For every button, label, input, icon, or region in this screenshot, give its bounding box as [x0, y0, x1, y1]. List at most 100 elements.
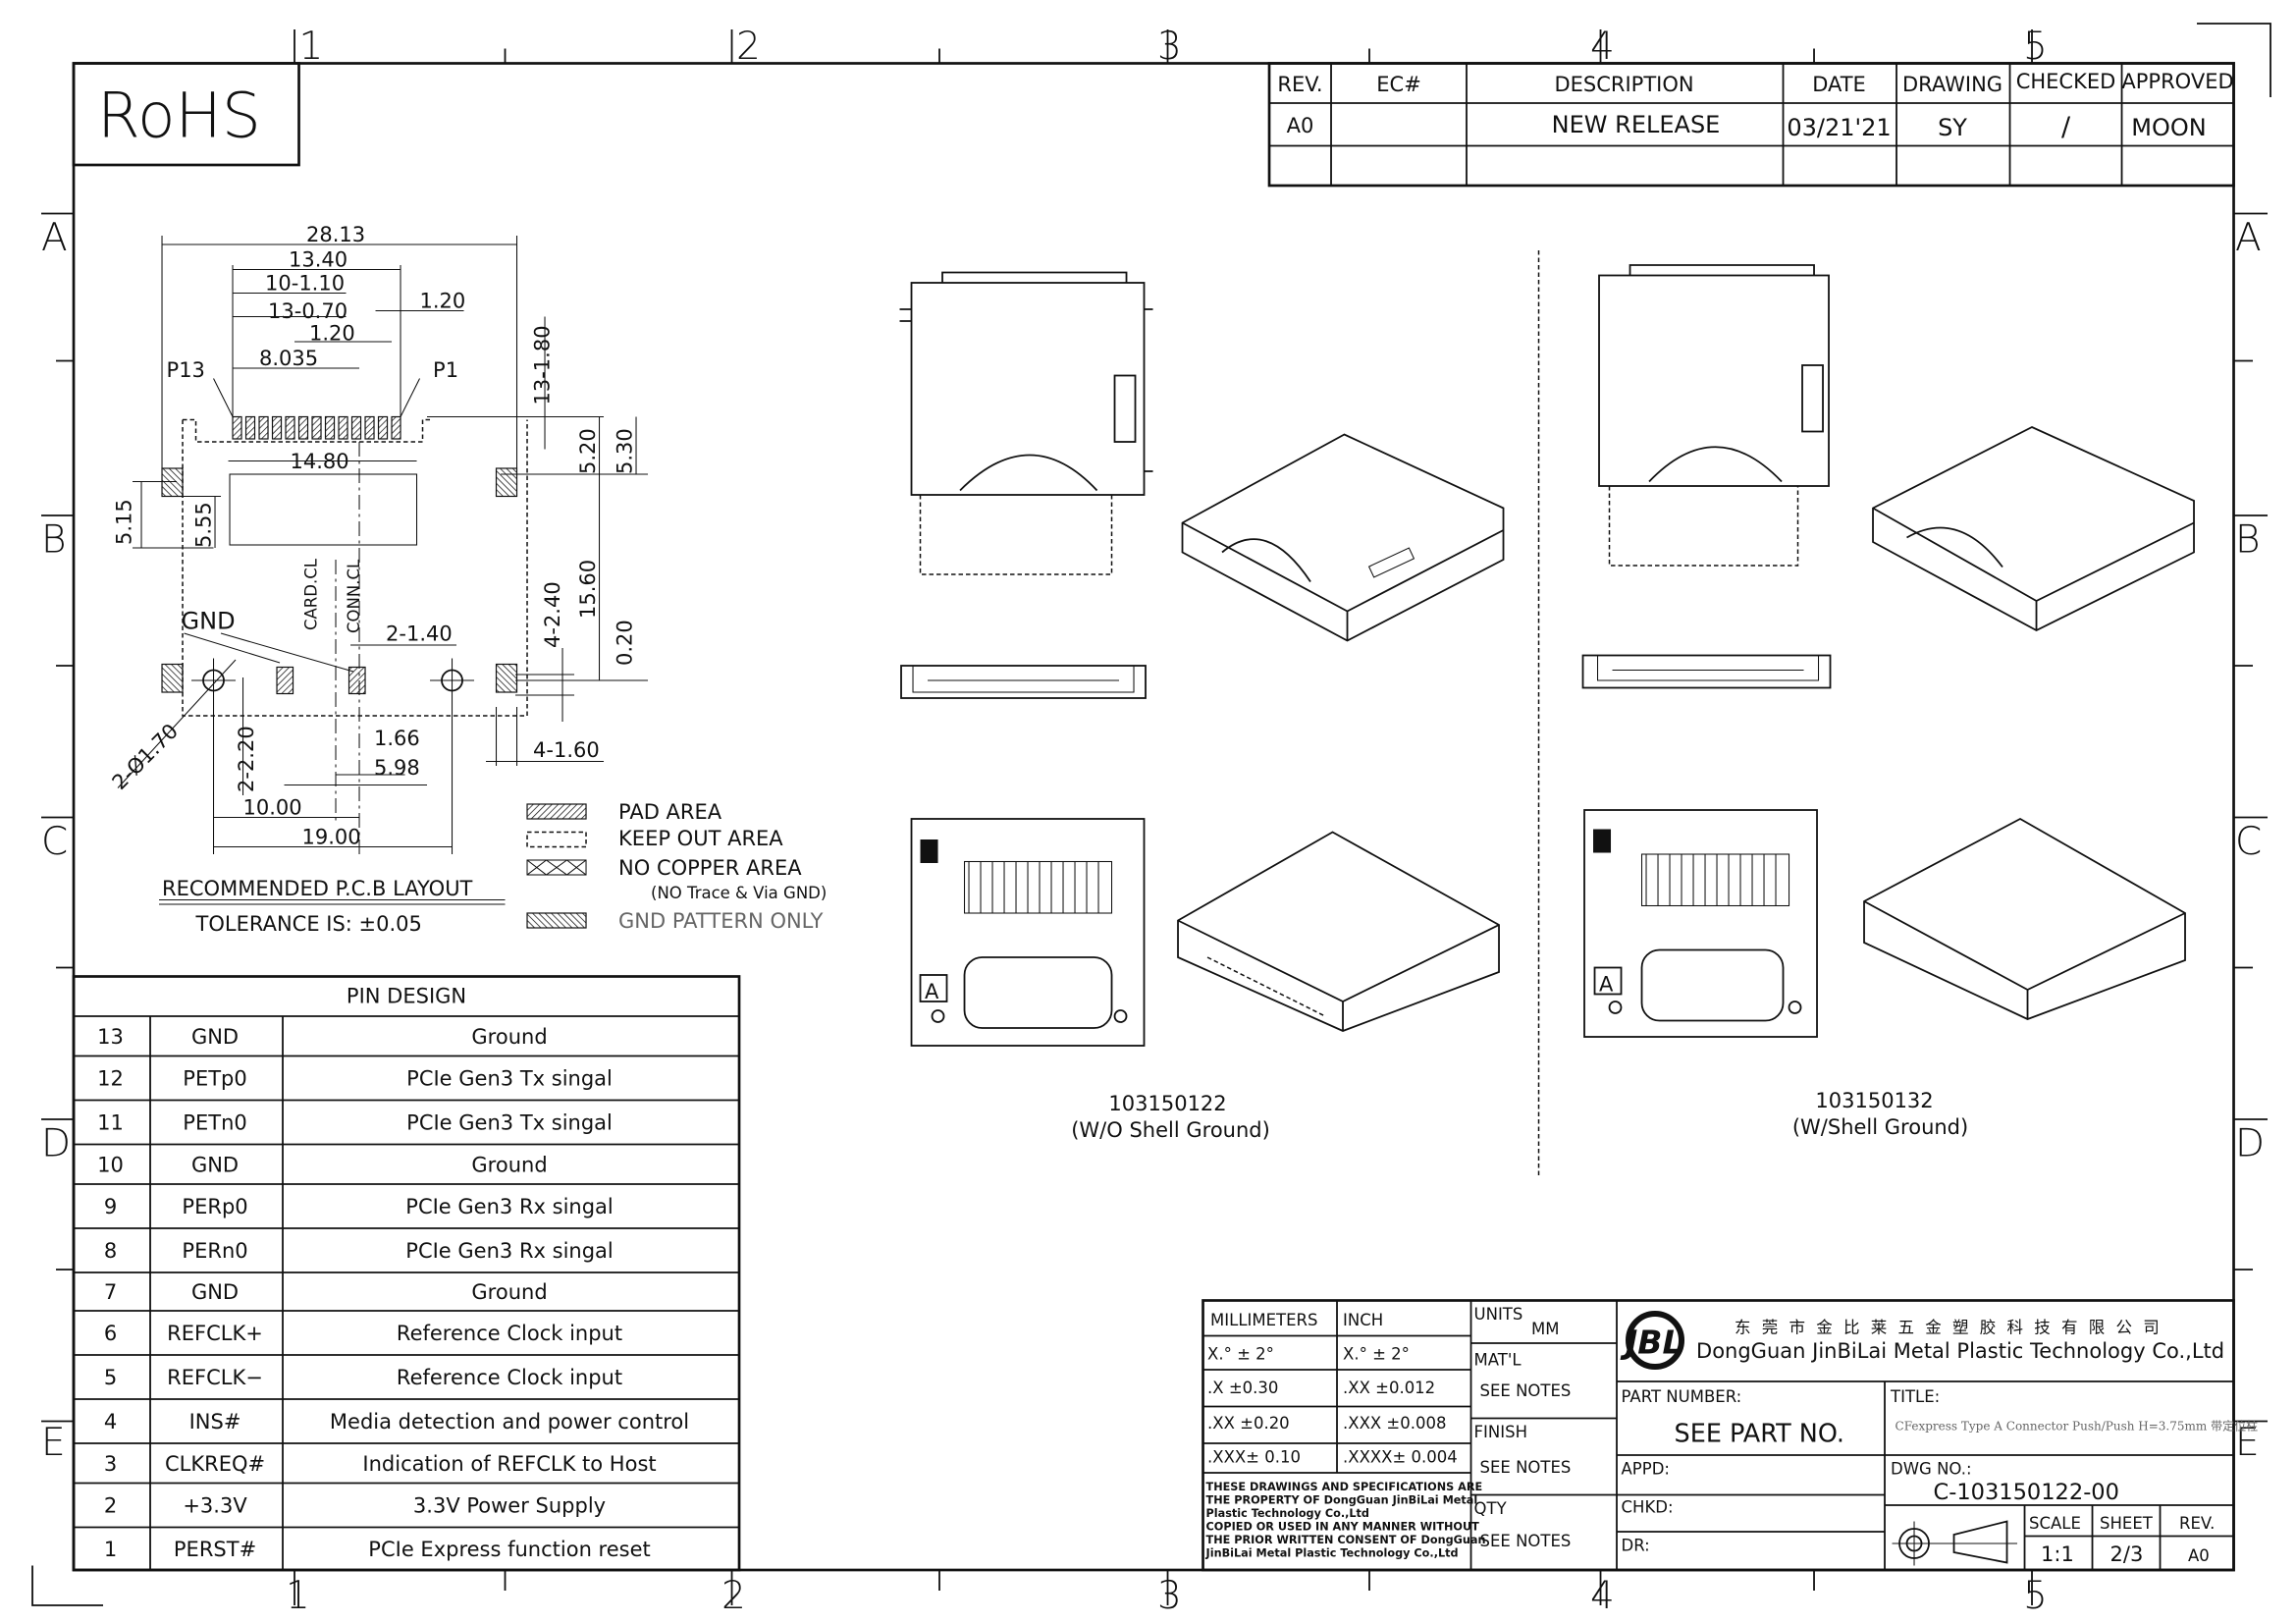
ec-header: EC# — [1376, 73, 1421, 96]
isometric-bottom-view — [1177, 831, 1500, 1032]
zone-col-1: 1 — [299, 25, 324, 69]
finish-value: SEE NOTES — [1480, 1458, 1572, 1477]
pin-description: PCIe Express function reset — [368, 1538, 650, 1561]
label-p13: P13 — [167, 358, 205, 382]
appd-label: APPD: — [1622, 1460, 1670, 1479]
pcb-layout-title: RECOMMENDED P.C.B LAYOUT — [162, 877, 473, 900]
pin-description: PCIe Gen3 Rx singal — [405, 1195, 613, 1218]
rev-label: REV. — [2179, 1514, 2215, 1533]
svg-text:A: A — [1599, 973, 1614, 997]
rev-value-title: A0 — [2188, 1546, 2210, 1565]
legend-no-copper-area: NO COPPER AREA — [618, 856, 802, 880]
zone-col-4: 4 — [1590, 25, 1615, 69]
zone-row-b: B — [41, 518, 67, 563]
approved-value: MOON — [2131, 114, 2206, 141]
pin-number: 3 — [104, 1452, 117, 1476]
sheet-label: SHEET — [2100, 1514, 2154, 1533]
rev-value: A0 — [1287, 114, 1314, 137]
pin-signal: REFCLK− — [167, 1366, 263, 1389]
tol-inch-2: .XXX ±0.008 — [1343, 1414, 1446, 1433]
pin-description: Reference Clock input — [397, 1366, 622, 1389]
zone-row-d: D — [41, 1122, 71, 1166]
signal-pads — [232, 415, 401, 440]
drawing-value: SY — [1938, 114, 1967, 141]
label-gnd: GND — [182, 608, 236, 635]
bottom-view: A — [1583, 809, 1818, 1038]
pin-description: PCIe Gen3 Tx singal — [406, 1067, 613, 1091]
pin-number: 1 — [104, 1538, 117, 1561]
pin-signal: PERST# — [174, 1538, 256, 1561]
pin-number: 4 — [104, 1410, 117, 1434]
dim-2-1-40: 2-1.40 — [386, 622, 453, 646]
zone-col-5-bottom: 5 — [2023, 1574, 2048, 1618]
rev-header: REV. — [1277, 73, 1322, 96]
zone-row-e: E — [41, 1421, 66, 1465]
side-view — [900, 665, 1147, 699]
dim-19-00: 19.00 — [302, 826, 361, 849]
company-logo: JBL — [1620, 1311, 1685, 1370]
legend-gnd-pattern: GND PATTERN ONLY — [618, 909, 824, 933]
scale-label: SCALE — [2029, 1514, 2081, 1533]
pin-description: PCIe Gen3 Rx singal — [405, 1239, 613, 1263]
title-value: CFexpress Type A Connector Push/Push H=3… — [1896, 1419, 2259, 1434]
connector-views-103150132: A 103150132 (W/Shell Ground) — [1581, 264, 2195, 1139]
label-p1: P1 — [433, 358, 458, 382]
tol-mm-3: .XXX± 0.10 — [1207, 1448, 1301, 1467]
zone-col-1-bottom: 1 — [286, 1574, 310, 1618]
property-note-5: THE PRIOR WRITTEN CONSENT OF DongGuan — [1206, 1534, 1486, 1546]
dim-5-55: 5.55 — [192, 502, 216, 548]
third-angle-projection-icon — [1892, 1520, 2018, 1566]
pin-signal: PETn0 — [183, 1111, 246, 1135]
pin-description: Ground — [471, 1025, 547, 1049]
zone-row-c-right: C — [2235, 820, 2262, 864]
pin-number: 12 — [97, 1067, 124, 1091]
tol-mm-0: X.° ± 2° — [1207, 1345, 1274, 1364]
dim-10-00: 10.00 — [243, 796, 302, 820]
pin-signal: CLKREQ# — [165, 1452, 265, 1476]
zone-row-a: A — [41, 216, 68, 260]
pin-number: 8 — [104, 1239, 117, 1263]
dim-4-1-60: 4-1.60 — [533, 738, 600, 762]
dim-5-20: 5.20 — [576, 428, 600, 474]
scale-value: 1:1 — [2041, 1542, 2074, 1566]
isometric-top-view — [1872, 426, 2195, 632]
variant-desc-1: (W/O Shell Ground) — [1071, 1118, 1270, 1142]
zone-col-5: 5 — [2023, 25, 2048, 69]
rohs-label: RoHS — [97, 81, 261, 152]
date-header: DATE — [1812, 73, 1866, 96]
sheet-value: 2/3 — [2110, 1542, 2144, 1566]
pin-description: Media detection and power control — [330, 1410, 689, 1434]
tol-inch-3: .XXXX± 0.004 — [1343, 1448, 1458, 1467]
property-note-1: THESE DRAWINGS AND SPECIFICATIONS ARE — [1206, 1481, 1483, 1493]
dim-13-1-80: 13-1.80 — [531, 325, 555, 405]
tolerance-note: TOLERANCE IS: ±0.05 — [195, 912, 422, 936]
dim-1-66: 1.66 — [374, 727, 420, 750]
pin-number: 10 — [97, 1153, 124, 1176]
dim-5-15: 5.15 — [113, 499, 136, 545]
pin-number: 2 — [104, 1494, 117, 1518]
zone-col-4-bottom: 4 — [1590, 1574, 1615, 1618]
drawing-header: DRAWING — [1902, 73, 2002, 96]
zone-col-3-bottom: 3 — [1157, 1574, 1182, 1618]
dim-10-1-10: 10-1.10 — [265, 272, 345, 296]
company-name-en: DongGuan JinBiLai Metal Plastic Technolo… — [1696, 1339, 2224, 1363]
inch-header: INCH — [1343, 1311, 1383, 1329]
dim-1-20-b: 1.20 — [309, 322, 355, 346]
pin-signal: GND — [191, 1153, 239, 1176]
pin-signal: +3.3V — [183, 1494, 247, 1518]
pin-signal: INS# — [189, 1410, 241, 1434]
top-view — [1598, 264, 1830, 567]
pin-number: 9 — [104, 1195, 117, 1218]
pin-design-title: PIN DESIGN — [347, 985, 466, 1008]
tol-inch-1: .XX ±0.012 — [1343, 1379, 1435, 1397]
matl-value: SEE NOTES — [1480, 1381, 1572, 1400]
dwg-no-label: DWG NO.: — [1891, 1460, 1972, 1479]
checked-header: CHECKED — [2016, 70, 2116, 93]
